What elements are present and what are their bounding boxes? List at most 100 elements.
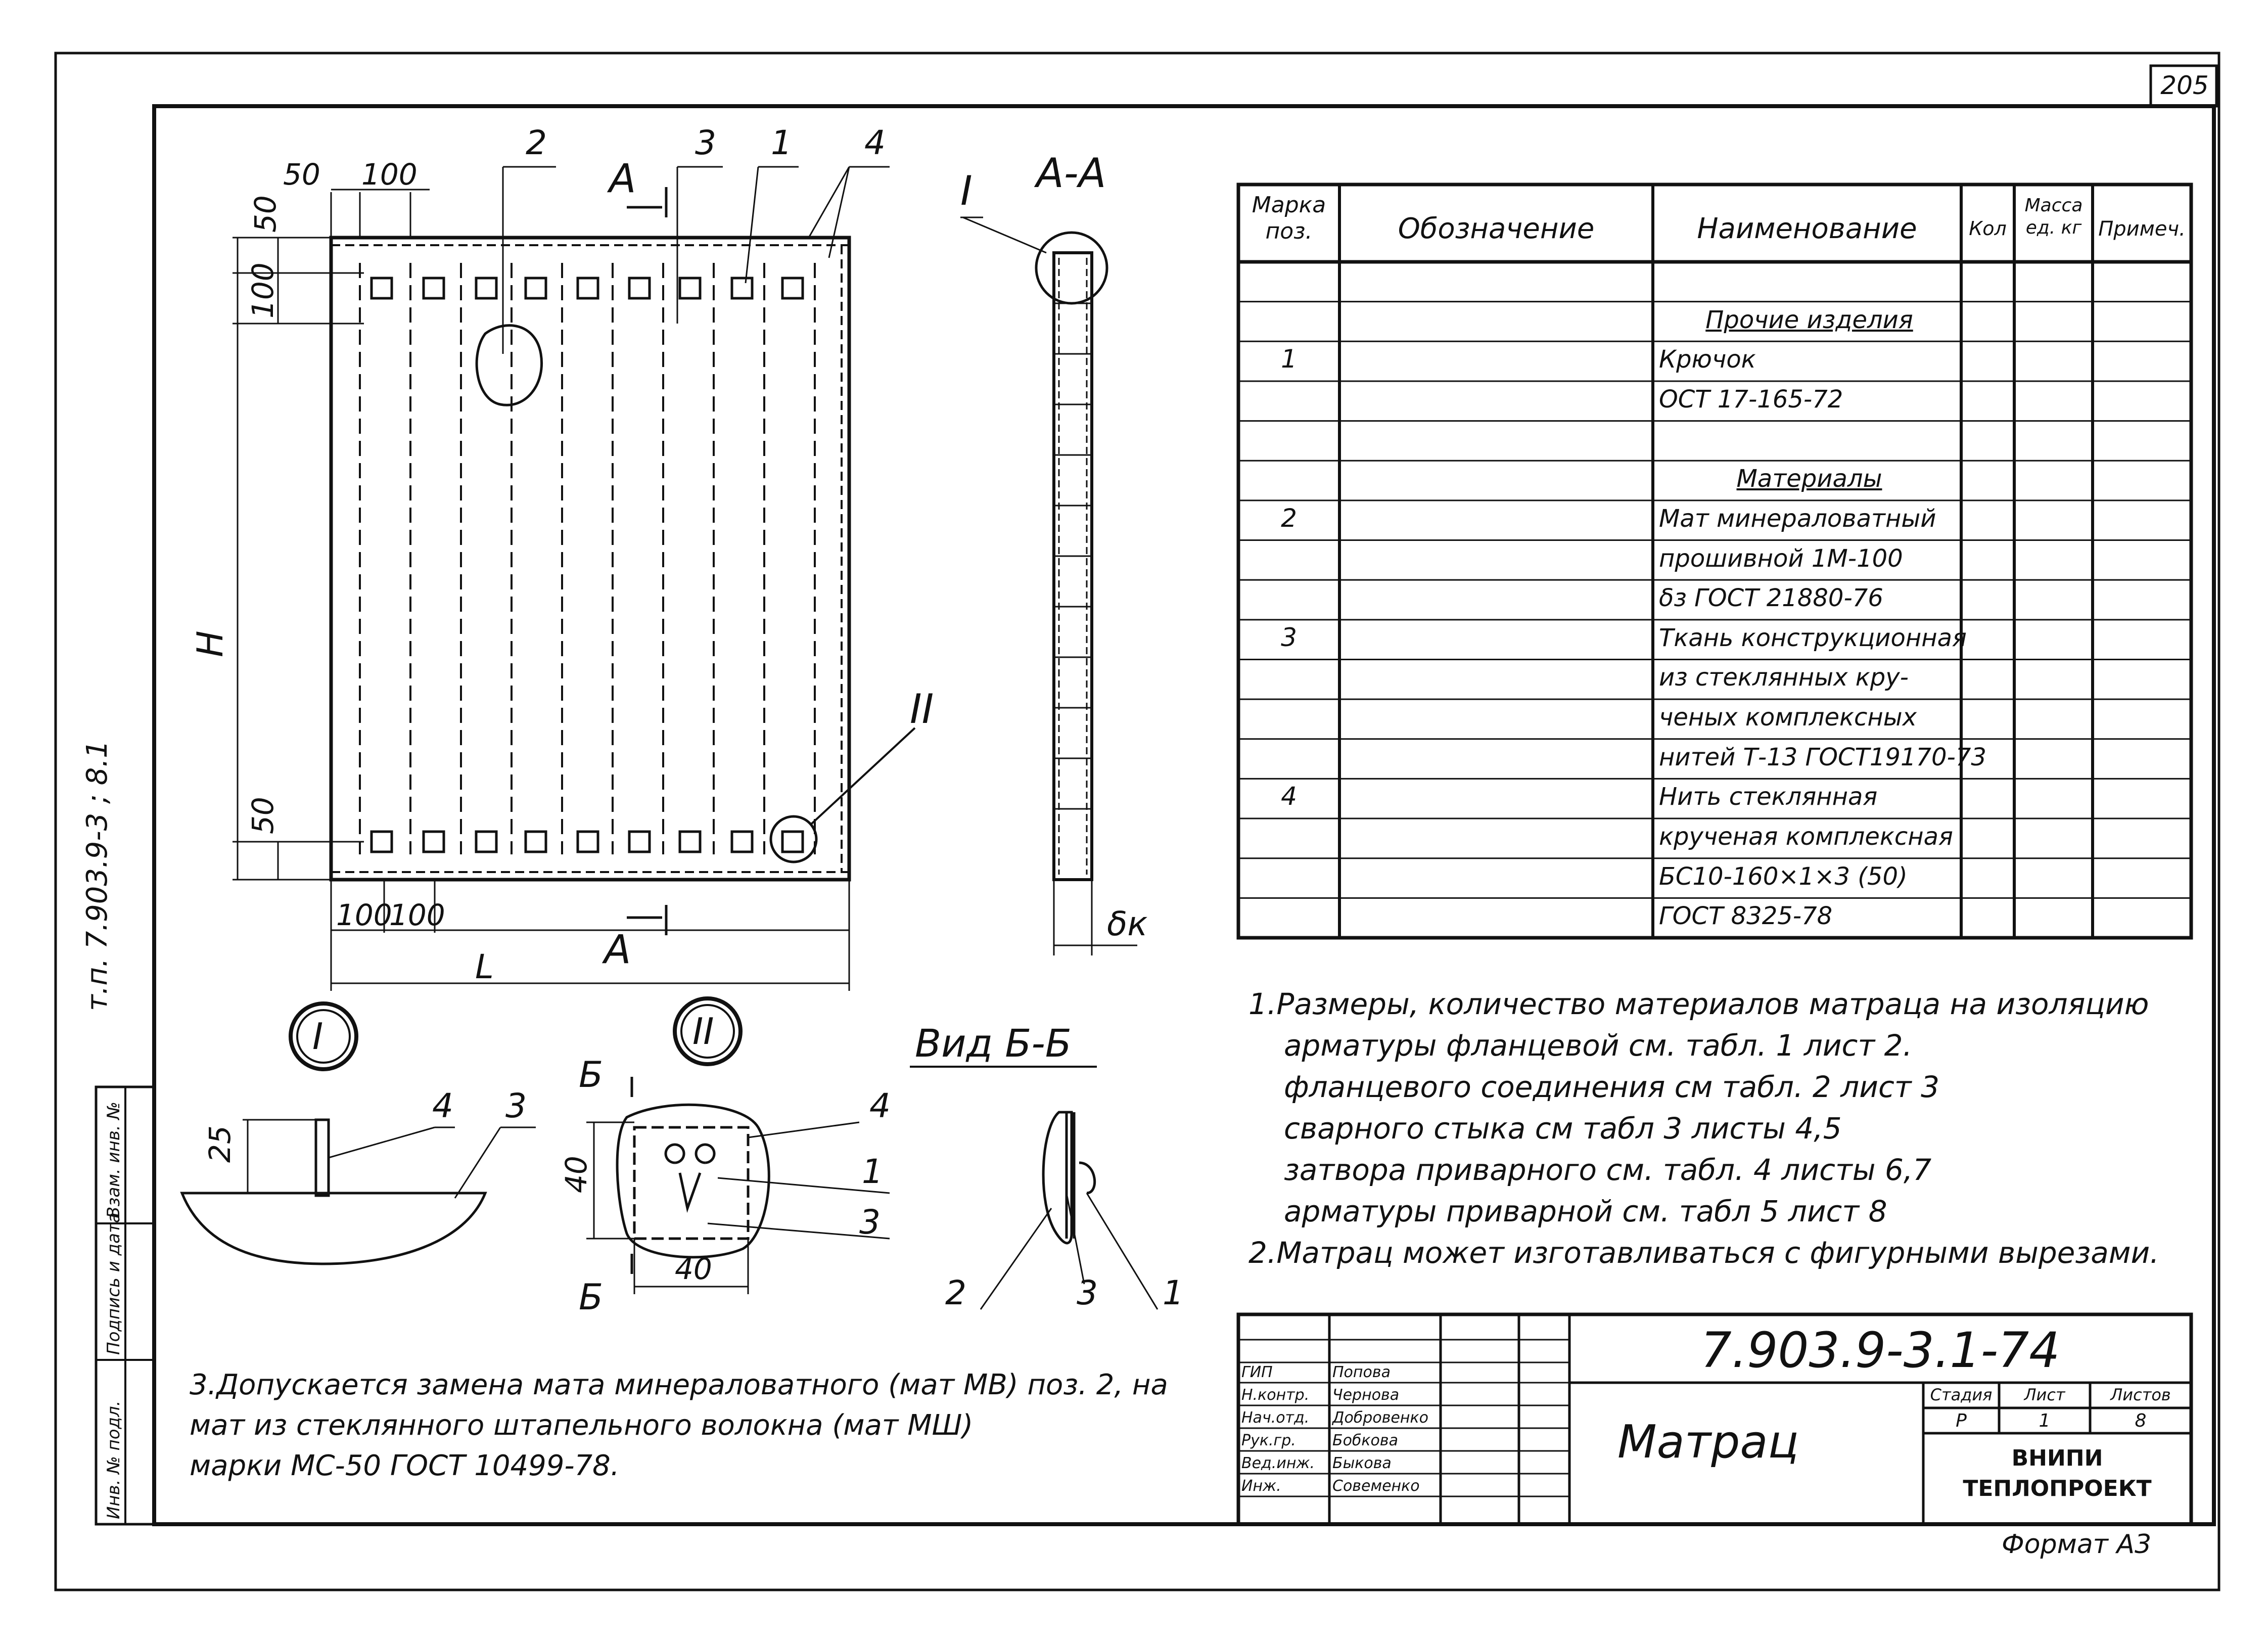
org-line: ТЕПЛОПРОЕКТ (1963, 1476, 2152, 1501)
callout-4-detail2: 4 (869, 1086, 891, 1125)
note-line: 2.Матрац может изготавливаться с фигурны… (1248, 1236, 2159, 1270)
note-line: 1.Размеры, количество материалов матраца… (1248, 987, 2149, 1021)
stamp-sign-label: Подпись и дата (104, 1212, 124, 1355)
sheet-header: Лист (2024, 1385, 2065, 1404)
spec-row-pos: 4 (1281, 782, 1297, 811)
signature-role: Рук.гр. (1241, 1432, 1296, 1449)
signature-row: ГИП Попова (1238, 1363, 1569, 1386)
cut-b-top: Б (579, 1054, 603, 1096)
signature-name: Бобкова (1332, 1432, 1398, 1449)
callout-3-plan: 3 (695, 123, 716, 162)
detail-2-title: II (692, 1010, 714, 1053)
signature-role: Нач.отд. (1241, 1409, 1310, 1427)
stamp-inv-label: Инв. № подл. (104, 1400, 124, 1519)
stage-header: Стадия (1930, 1385, 1993, 1404)
spec-row-name: нитей Т-13 ГОСТ19170-73 (1659, 743, 1986, 771)
notes-block: 1.Размеры, количество материалов матраца… (1248, 983, 2159, 1273)
spec-row-name: Крючок (1659, 345, 1756, 374)
org-line: ВНИПИ (2011, 1445, 2103, 1471)
note-line: арматуры фланцевой см. табл. 1 лист 2. (1284, 1028, 1913, 1063)
spec-row-name: Материалы (1736, 465, 1882, 493)
callout-3-detail2: 3 (859, 1203, 881, 1242)
spec-row-name: прошивной 1М-100 (1659, 544, 1903, 573)
dim-thickness-label: δк (1107, 904, 1147, 943)
spec-header-designation: Обозначение (1398, 212, 1595, 245)
callout-4-detail1: 4 (432, 1086, 453, 1125)
section-aa-title: А-А (1034, 150, 1106, 197)
signature-name: Совеменко (1332, 1477, 1420, 1495)
spec-header-note: Примеч. (2098, 217, 2186, 241)
spec-row-name: крученая комплексная (1659, 823, 1953, 851)
spec-row-name: ченых комплексных (1659, 703, 1917, 732)
signature-name: Попова (1332, 1363, 1391, 1381)
signature-role: Инж. (1241, 1477, 1281, 1495)
dim-height-label: H (190, 630, 231, 657)
dim-bottom-100b: 100 (389, 898, 445, 932)
dim-40-h: 40 (675, 1252, 712, 1286)
callout-3-detail1: 3 (505, 1086, 527, 1125)
signature-name: Быкова (1332, 1454, 1392, 1472)
spec-row-name: ГОСТ 8325-78 (1659, 902, 1833, 931)
callout-1-detail2: 1 (862, 1152, 883, 1191)
spec-row-name: Мат минераловатный (1659, 504, 1936, 533)
spec-row-name: ОСТ 17-165-72 (1659, 385, 1843, 414)
signature-row: Рук.гр. Бобкова (1238, 1432, 1569, 1454)
spec-row-name: Нить стеклянная (1659, 783, 1878, 811)
dim-25: 25 (203, 1125, 237, 1163)
note-line: арматуры приварной см. табл 5 лист 8 (1284, 1194, 1887, 1228)
signature-row: Нач.отд. Добровенко (1238, 1409, 1569, 1431)
stamp-replace-label: Взам. инв. № (104, 1102, 124, 1218)
spec-header-pos: Марка поз. (1252, 192, 1326, 244)
spec-header-qty: Кол (1969, 217, 2007, 240)
dim-length-label: L (475, 947, 494, 986)
callout-2-plan: 2 (526, 123, 547, 162)
view-bb-title: Вид Б-Б (915, 1021, 1072, 1066)
callout-1-plan: 1 (771, 123, 792, 162)
callout-1-viewbb: 1 (1163, 1273, 1184, 1312)
note-line: 3.Допускается замена мата минераловатног… (190, 1369, 1168, 1401)
dim-top-50: 50 (283, 157, 320, 192)
signature-role: Вед.инж. (1241, 1454, 1315, 1472)
doc-title: Матрац (1617, 1416, 1799, 1469)
detail-2-ref: II (910, 686, 934, 733)
spec-header-name: Наименование (1697, 212, 1917, 245)
signature-row: Н.контр.Чернова (1238, 1386, 1569, 1408)
signature-name: Чернова (1332, 1386, 1400, 1404)
note-3-block: 3.Допускается замена мата минераловатног… (190, 1365, 1168, 1486)
dim-left-100: 100 (246, 262, 280, 318)
detail-1-ref: I (960, 167, 973, 214)
spec-header-mass: Масса ед. кг (2024, 195, 2083, 238)
dim-left-50: 50 (248, 195, 283, 233)
side-code: т.п. 7.903.9-3 ; 8.1 (81, 740, 114, 1011)
callout-4-plan: 4 (864, 123, 886, 162)
callout-3-viewbb: 3 (1077, 1273, 1098, 1312)
callout-2-viewbb: 2 (945, 1273, 966, 1312)
spec-row-name: из стеклянных кру- (1659, 663, 1909, 692)
signature-row: Инж. Совеменко (1238, 1477, 1569, 1499)
stage-value: Р (1956, 1410, 1967, 1431)
note-line: фланцевого соединения см табл. 2 лист 3 (1284, 1070, 1939, 1104)
signature-name: Добровенко (1332, 1409, 1428, 1427)
signature-role: ГИП (1241, 1363, 1273, 1381)
format-label: Формат А3 (2002, 1529, 2152, 1560)
dim-top-100: 100 (361, 157, 418, 192)
dim-bottom-100a: 100 (336, 898, 392, 932)
note-line: сварного стыка см табл 3 листы 4,5 (1284, 1111, 1842, 1146)
sheet-number: 205 (2160, 71, 2209, 100)
note-line: мат из стеклянного штапельного волокна (… (190, 1409, 974, 1442)
sheets-value: 8 (2135, 1410, 2147, 1431)
sheets-header: Листов (2110, 1385, 2171, 1404)
spec-row-name: БС10-160×1×3 (50) (1659, 862, 1908, 891)
dim-bottom-left-50: 50 (246, 797, 280, 834)
cut-a-bottom: А (601, 927, 631, 973)
dim-40-v: 40 (559, 1156, 593, 1193)
spec-row-name: Ткань конструкционная (1659, 623, 1967, 652)
spec-row-pos: 2 (1281, 503, 1297, 533)
spec-row-name: Прочие изделия (1705, 305, 1913, 334)
cut-a-top: А (607, 156, 636, 202)
spec-row-name: δз ГОСТ 21880-76 (1659, 584, 1883, 613)
organization: ВНИПИ ТЕПЛОПРОЕКТ (1923, 1443, 2191, 1504)
detail-1-title: I (312, 1015, 323, 1058)
note-line: марки МС-50 ГОСТ 10499-78. (190, 1449, 620, 1482)
